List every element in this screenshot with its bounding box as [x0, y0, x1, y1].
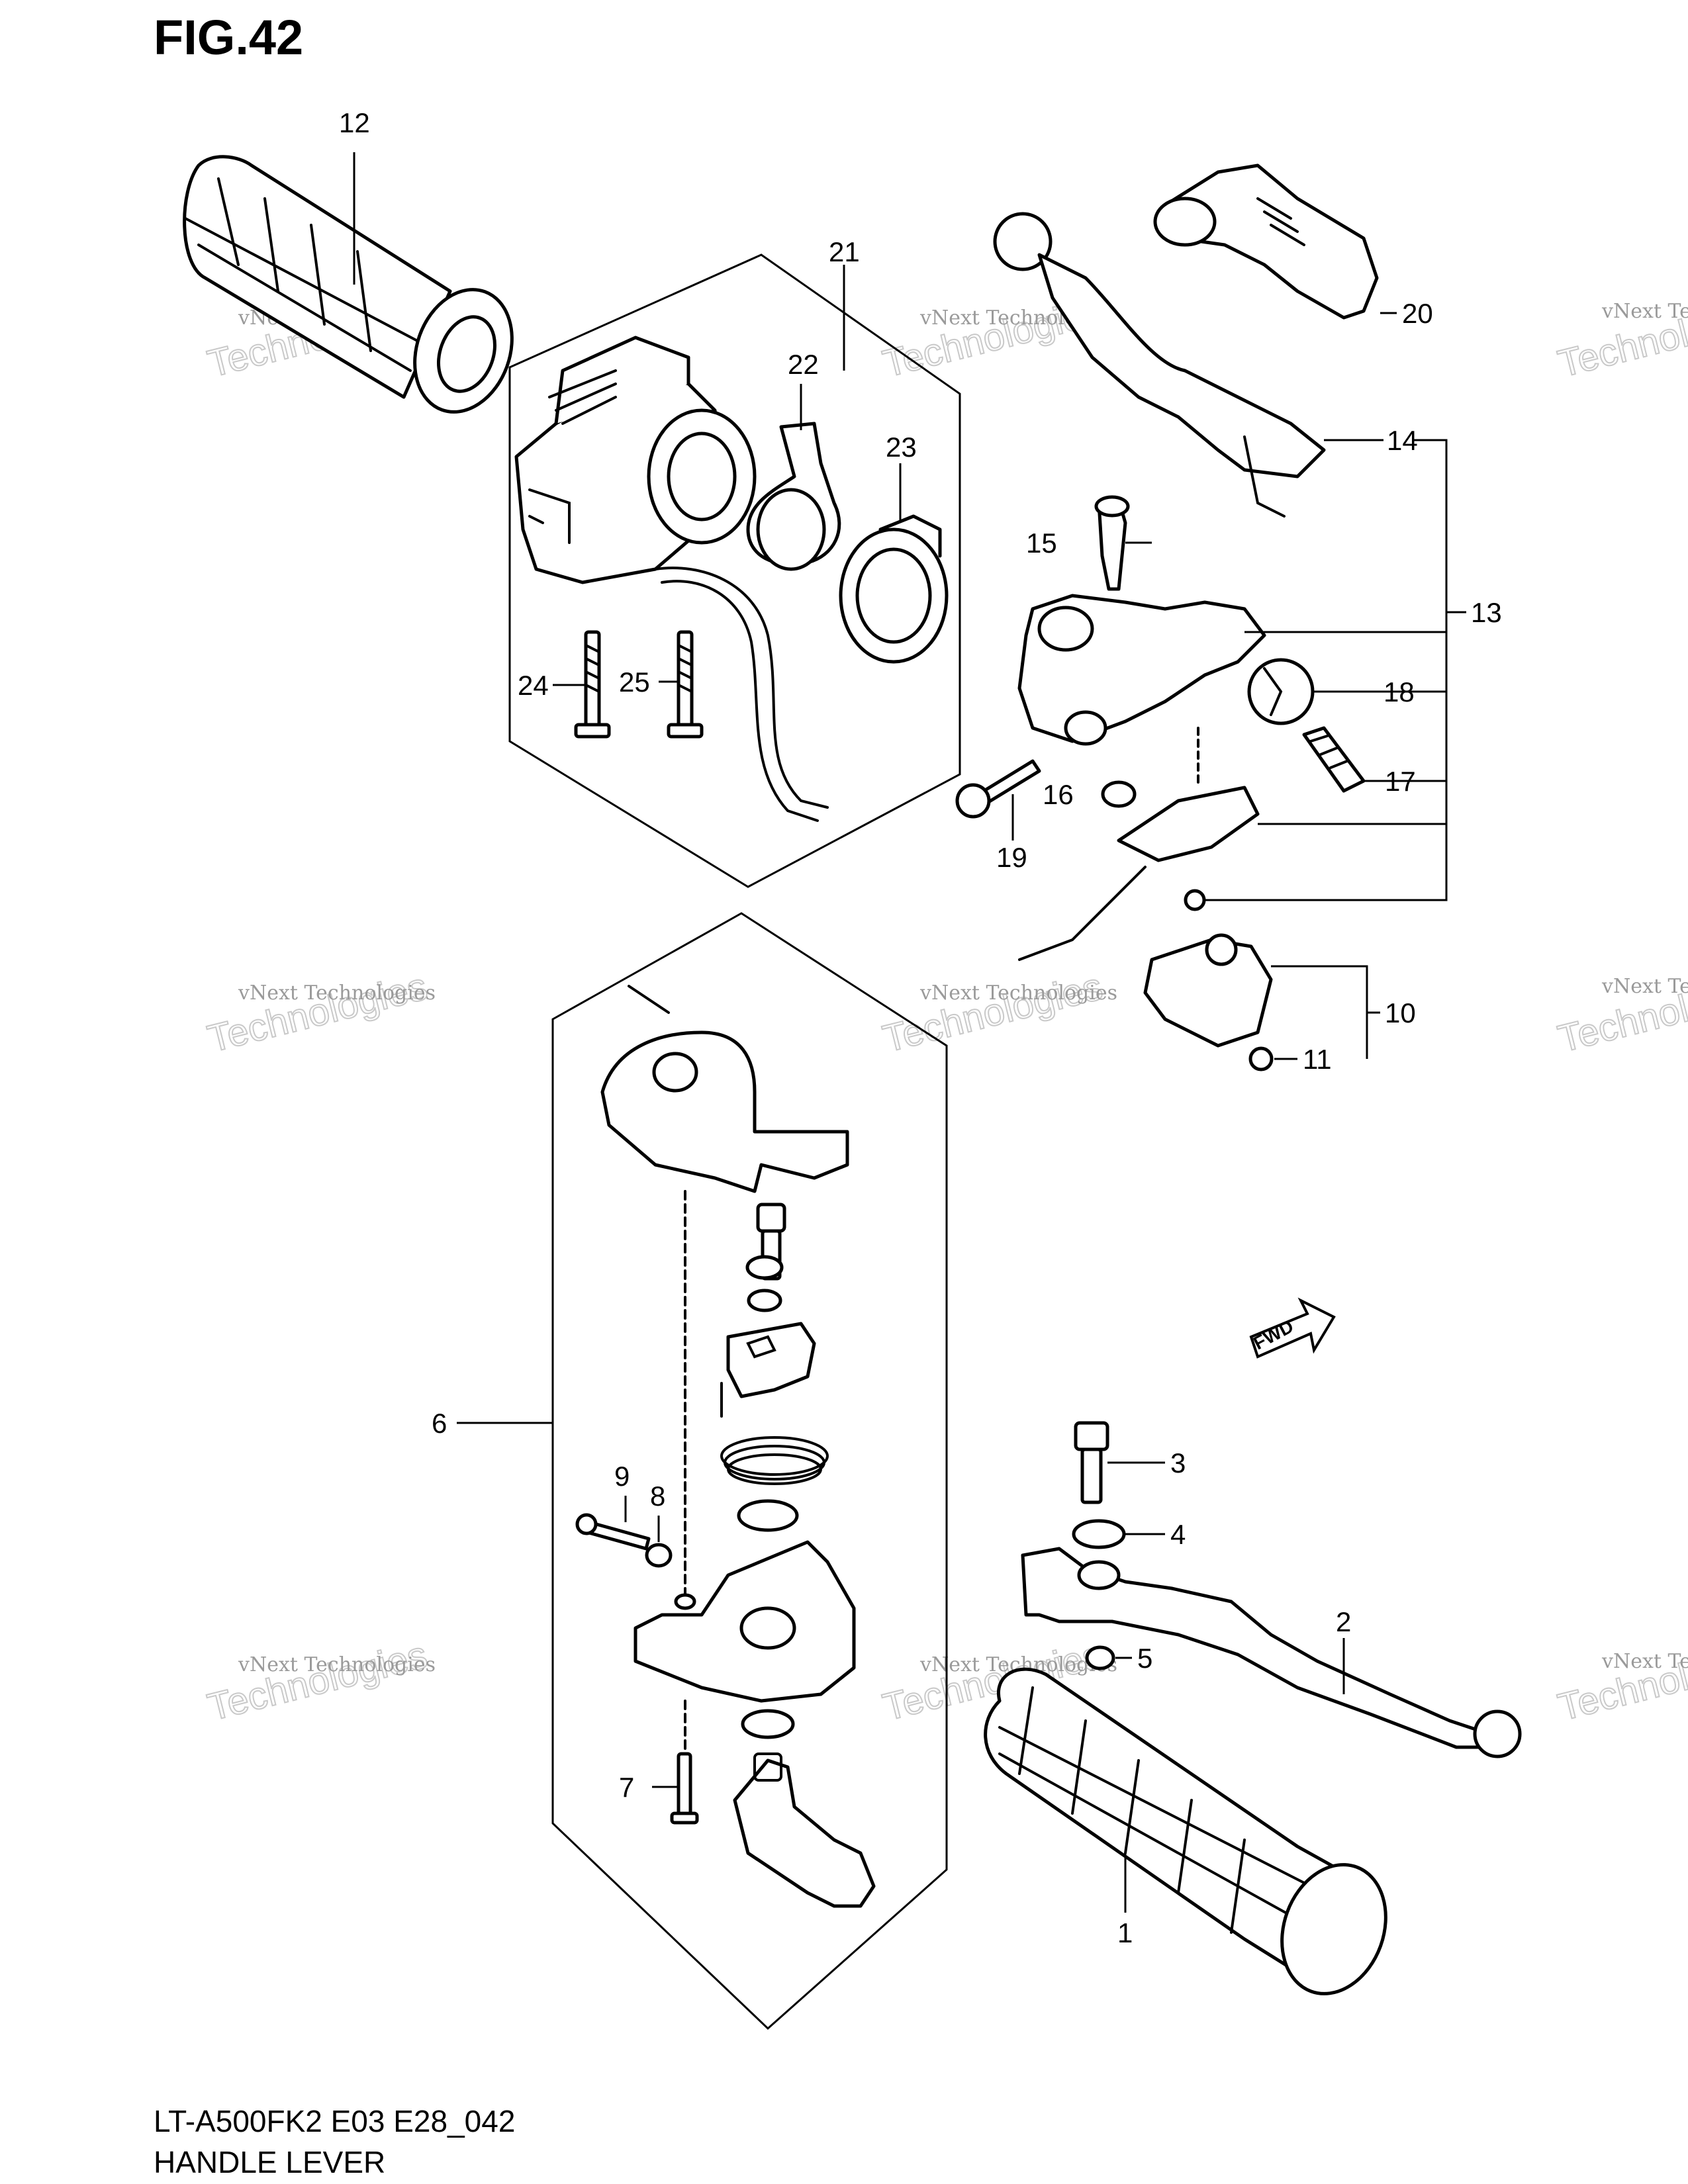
lower-seal [741, 1709, 795, 1739]
callout-23: 23 [886, 432, 917, 463]
watermark-6: Technologies vNext Technologies [1553, 964, 1688, 1062]
callout-2: 2 [1336, 1606, 1351, 1637]
throttle-washer-2 [747, 1289, 782, 1312]
watermark-3: Technologies vNext Technologies [1553, 289, 1688, 387]
watermark-7: Technologies vNext Technologies [203, 1633, 436, 1730]
part-5-nut [1085, 1645, 1115, 1670]
part-11-screw [1248, 1046, 1274, 1071]
throttle-housing-bottom [633, 1540, 856, 1703]
callout-10: 10 [1385, 997, 1416, 1028]
svg-text:Technologies: Technologies [203, 965, 431, 1061]
svg-text:vNext Technologies: vNext Technologies [1601, 975, 1688, 998]
part-25-bolt [667, 630, 704, 739]
fwd-arrow-badge: FWD [1249, 1297, 1336, 1359]
callout-8: 8 [650, 1480, 665, 1512]
throttle-seal [737, 1499, 799, 1532]
throttle-housing-top [600, 985, 849, 1193]
part-14-brake-lever [993, 212, 1326, 518]
throttle-cam [720, 1322, 816, 1418]
callout-17: 17 [1385, 766, 1416, 797]
leader-lines-left [353, 152, 1014, 1788]
callout-3: 3 [1170, 1447, 1186, 1479]
part-22-throttle-lever [746, 422, 841, 571]
svg-text:vNext Technologies: vNext Technologies [919, 981, 1117, 1005]
part-10-brake-switch [1143, 933, 1273, 1048]
callout-4: 4 [1170, 1519, 1186, 1550]
part-17-pin [1302, 726, 1366, 793]
svg-text:Technologies: Technologies [203, 1633, 431, 1729]
part-1-grip [984, 1667, 1387, 1995]
switch-cable-edge [661, 580, 819, 822]
callout-11: 11 [1303, 1044, 1332, 1075]
part-name: HANDLE LEVER [154, 2145, 386, 2179]
part-2-clutch-lever [1021, 1547, 1522, 1758]
assembly-box-21 [508, 253, 961, 888]
part-12-grip [183, 155, 514, 414]
part-9-bolt [575, 1513, 651, 1551]
part-18-adjuster [1247, 658, 1315, 725]
part-19-bolt [955, 759, 1041, 819]
callout-1: 1 [1117, 1917, 1133, 1948]
callout-22: 22 [788, 349, 819, 380]
watermark-5: Technologies vNext Technologies [878, 964, 1117, 1062]
leader-lines-upper-right [1125, 312, 1466, 1060]
callout-19: 19 [996, 842, 1027, 873]
model-code: LT-A500FK2 E03 E28_042 [154, 2104, 516, 2138]
callout-20: 20 [1402, 298, 1433, 329]
callout-25: 25 [619, 666, 650, 698]
part-23-clamp [839, 514, 949, 664]
callout-18: 18 [1383, 676, 1415, 707]
throttle-spring [720, 1436, 829, 1485]
callout-7: 7 [619, 1772, 634, 1803]
svg-text:vNext Technologies: vNext Technologies [1601, 300, 1688, 323]
part-13-lever-perch [1017, 594, 1266, 746]
callout-15: 15 [1026, 527, 1057, 559]
part-3-pivot-bolt [1074, 1421, 1109, 1504]
watermark-9: Technologies vNext Technologies [1553, 1633, 1688, 1730]
bracket-screw [1184, 889, 1206, 911]
svg-text:Technologies: Technologies [878, 965, 1106, 1061]
part-16-nut [1101, 780, 1137, 808]
callout-12: 12 [339, 107, 370, 138]
part-20-switch [1153, 163, 1379, 320]
callout-16: 16 [1043, 779, 1074, 810]
callout-5: 5 [1137, 1643, 1152, 1674]
callout-6: 6 [432, 1408, 447, 1439]
watermark-4: Technologies vNext Technologies [203, 964, 436, 1062]
leader-lines-lower-right [1107, 1461, 1345, 1913]
callout-24: 24 [518, 670, 549, 701]
part-4-bushing [1072, 1519, 1126, 1549]
brake-switch-bracket [1018, 727, 1260, 961]
switch-cable [654, 567, 829, 809]
switch-housing [514, 336, 757, 584]
callout-13: 13 [1471, 597, 1502, 628]
part-15-bolt [1094, 495, 1130, 591]
part-8-nut [645, 1543, 673, 1568]
throttle-washer-1 [745, 1255, 784, 1280]
callout-14: 14 [1387, 425, 1418, 456]
thumb-lever [733, 1752, 876, 1908]
callout-labels: 12 21 22 23 24 25 20 14 15 13 18 17 16 1… [339, 107, 1502, 1948]
part-24-bolt [574, 630, 611, 739]
part-7-screw [670, 1752, 699, 1825]
callout-21: 21 [829, 236, 860, 267]
svg-text:vNext Technologies: vNext Technologies [238, 981, 436, 1005]
svg-text:Technologies: Technologies [1554, 1633, 1688, 1729]
svg-text:vNext Technologies: vNext Technologies [1601, 1650, 1688, 1673]
callout-9: 9 [614, 1461, 630, 1492]
svg-text:vNext Technologies: vNext Technologies [238, 1653, 436, 1676]
figure-title: FIG.42 [154, 10, 304, 65]
assembly-box-6 [551, 912, 948, 2030]
